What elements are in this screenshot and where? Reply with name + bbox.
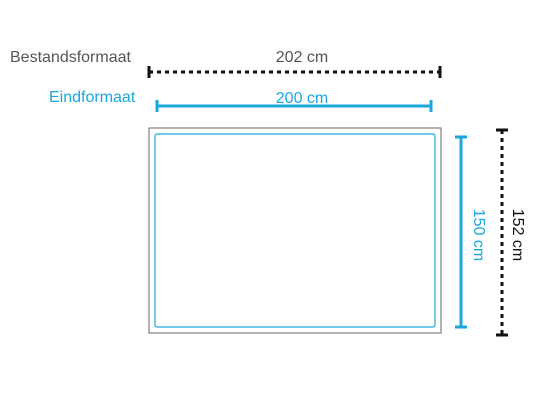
- bestandsformaat-label: Bestandsformaat: [10, 49, 132, 66]
- final-width-line: [155, 100, 433, 112]
- file-width-label: 202 cm: [276, 49, 328, 66]
- eindformaat-label: Eindformaat: [49, 89, 136, 106]
- file-width-line: [147, 66, 442, 78]
- final-height-label: 150 cm: [470, 209, 487, 261]
- file-format-sheet: [148, 127, 442, 334]
- file-height-label: 152 cm: [509, 209, 526, 261]
- file-height-line: [496, 128, 508, 337]
- final-format-area: [154, 133, 436, 328]
- final-height-line: [455, 135, 467, 329]
- final-width-label: 200 cm: [276, 90, 328, 107]
